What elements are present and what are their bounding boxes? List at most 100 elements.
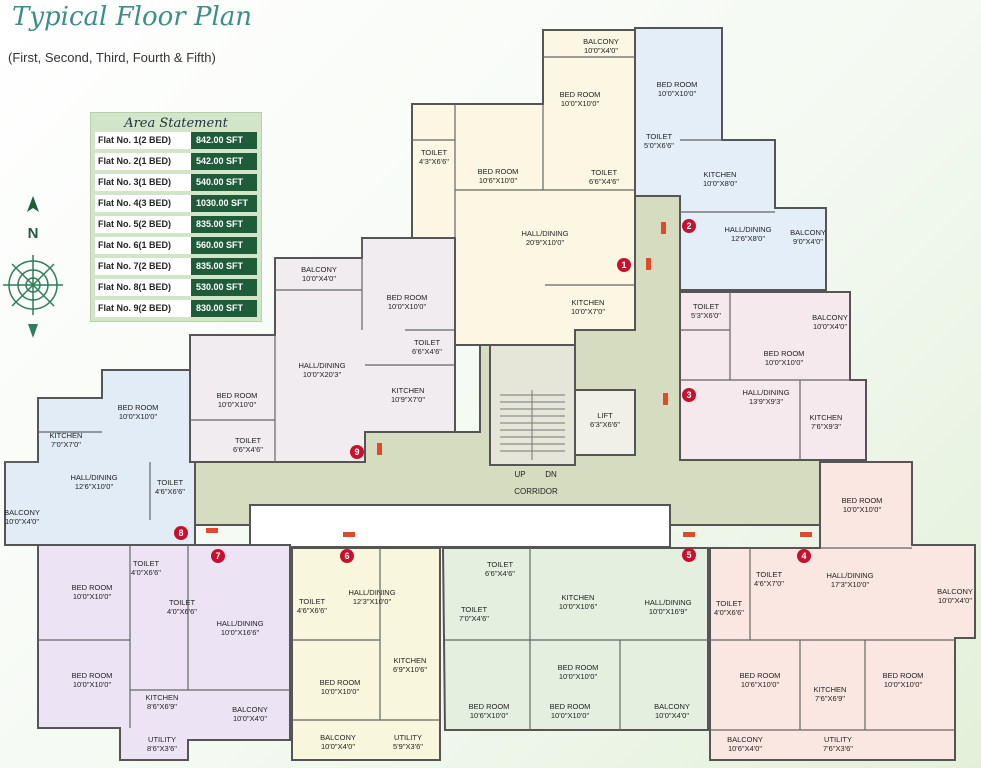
flat-marker-label: 3 xyxy=(686,390,691,400)
room-label: TOILET xyxy=(133,559,160,568)
flat-7 xyxy=(37,544,291,761)
flat-area: 830.00 SFT xyxy=(191,300,257,317)
room-dim: 10'6"X10'0" xyxy=(470,711,509,720)
room-dim: 7'6"X3'6" xyxy=(823,744,853,753)
flat-marker-9: 9 xyxy=(350,445,364,459)
flat-area: 560.00 SFT xyxy=(191,237,257,254)
flat-name: Flat No. 9(2 BED) xyxy=(95,300,191,317)
flat-marker-1: 1 xyxy=(617,258,631,272)
flat-area: 835.00 SFT xyxy=(191,216,257,233)
flat-area: 835.00 SFT xyxy=(191,258,257,275)
room-dim: 4'0"X6'6" xyxy=(714,608,744,617)
flat-3 xyxy=(679,291,867,461)
flat-marker-label: 4 xyxy=(801,551,806,561)
flat-name: Flat No. 1(2 BED) xyxy=(95,132,191,149)
room-label: TOILET xyxy=(716,599,743,608)
room-dim: 10'0"X7'0" xyxy=(571,307,605,316)
room-label: BED ROOM xyxy=(118,403,159,412)
door-indicator xyxy=(661,222,666,234)
room-dim: 10'0"X10'0" xyxy=(388,302,427,311)
room-label: KITCHEN xyxy=(394,656,427,665)
room-label: UTILITY xyxy=(394,733,422,742)
flat-marker-5: 5 xyxy=(682,548,696,562)
flat-marker-7: 7 xyxy=(211,549,225,563)
room-dim: 7'6"X6'9" xyxy=(815,694,845,703)
room-dim: 6'6"X4'6" xyxy=(589,177,619,186)
room-dim: 10'0"X4'0" xyxy=(655,711,689,720)
area-row: Flat No. 7(2 BED)835.00 SFT xyxy=(95,258,257,275)
area-statement-heading: Area Statement xyxy=(124,116,228,131)
flat-marker-label: 9 xyxy=(354,447,359,457)
flat-5 xyxy=(441,547,709,731)
flat-marker-3: 3 xyxy=(682,388,696,402)
room-label: KITCHEN xyxy=(814,685,847,694)
room-dim: 4'6"X6'6" xyxy=(155,487,185,496)
room-label: KITCHEN xyxy=(810,413,843,422)
room-label: BED ROOM xyxy=(217,391,258,400)
room-label: BED ROOM xyxy=(320,678,361,687)
room-dim: 10'0"X10'0" xyxy=(119,412,158,421)
room-dim: 7'0"X7'0" xyxy=(51,440,81,449)
room-label: TOILET xyxy=(414,338,441,347)
room-dim: 20'9"X10'0" xyxy=(526,238,565,247)
flat-marker-6: 6 xyxy=(340,549,354,563)
room-dim: 10'0"X4'0" xyxy=(584,46,618,55)
flat-name: Flat No. 4(3 BED) xyxy=(95,195,191,212)
room-dim: 12'6"X10'0" xyxy=(75,482,114,491)
room-dim: 10'6"X4'0" xyxy=(728,744,762,753)
room-dim: 6'6"X4'6" xyxy=(485,569,515,578)
room-label: HALL/DINING xyxy=(742,388,789,397)
door-indicator xyxy=(377,443,382,455)
flat-marker-label: 7 xyxy=(215,551,220,561)
room-dim: 10'0"X10'0" xyxy=(73,680,112,689)
flat-marker-label: 2 xyxy=(686,221,691,231)
room-dim: 4'0"X6'6" xyxy=(131,568,161,577)
page-title: Typical Floor Plan xyxy=(12,2,253,32)
lift-shaft xyxy=(574,389,636,456)
flat-marker-label: 5 xyxy=(686,550,691,560)
flat-9 xyxy=(189,237,456,463)
room-label: BED ROOM xyxy=(740,671,781,680)
room-dim: 10'0"X10'0" xyxy=(551,711,590,720)
room-dim: 7'6"X9'3" xyxy=(811,422,841,431)
room-label: BALCONY xyxy=(727,735,763,744)
room-dim: 10'0"X10'0" xyxy=(884,680,923,689)
area-row: Flat No. 3(1 BED)540.00 SFT xyxy=(95,174,257,191)
stair-up-label: UP xyxy=(514,470,525,479)
room-dim: 13'9"X9'3" xyxy=(749,397,783,406)
room-label: BED ROOM xyxy=(469,702,510,711)
room-dim: 10'0"X10'0" xyxy=(218,400,257,409)
room-label: KITCHEN xyxy=(704,170,737,179)
door-indicator xyxy=(206,528,218,533)
room-dim: 5'9"X3'6" xyxy=(393,742,423,751)
flat-marker-label: 6 xyxy=(344,551,349,561)
room-label: BED ROOM xyxy=(560,90,601,99)
room-label: BED ROOM xyxy=(842,496,883,505)
room-label: HALL/DINING xyxy=(521,229,568,238)
area-statement-table: Area Statement Flat No. 1(2 BED)842.00 S… xyxy=(90,112,262,322)
room-dim: 12'3"X10'0" xyxy=(353,597,392,606)
room-dim: 8'6"X3'6" xyxy=(147,744,177,753)
flat-marker-2: 2 xyxy=(682,219,696,233)
room-dim: 10'0"X4'0" xyxy=(302,274,336,283)
flat-name: Flat No. 5(2 BED) xyxy=(95,216,191,233)
door-indicator xyxy=(800,532,812,537)
room-label: BED ROOM xyxy=(558,663,599,672)
area-row: Flat No. 2(1 BED)542.00 SFT xyxy=(95,153,257,170)
page-subtitle: (First, Second, Third, Fourth & Fifth) xyxy=(8,50,216,65)
room-label: HALL/DINING xyxy=(70,473,117,482)
room-label: HALL/DINING xyxy=(724,225,771,234)
flat-marker-4: 4 xyxy=(797,549,811,563)
room-dim: 10'6"X10'0" xyxy=(741,680,780,689)
compass-north-label: N xyxy=(28,225,39,242)
room-dim: 4'6"X6'6" xyxy=(297,606,327,615)
flat-marker-label: 8 xyxy=(178,528,183,538)
room-label: BED ROOM xyxy=(387,293,428,302)
room-label: BALCONY xyxy=(583,37,619,46)
room-label: BALCONY xyxy=(320,733,356,742)
flat-marker-8: 8 xyxy=(174,526,188,540)
room-label: TOILET xyxy=(421,148,448,157)
room-dim: 10'0"X10'0" xyxy=(321,687,360,696)
room-dim: 10'0"X16'9" xyxy=(649,607,688,616)
